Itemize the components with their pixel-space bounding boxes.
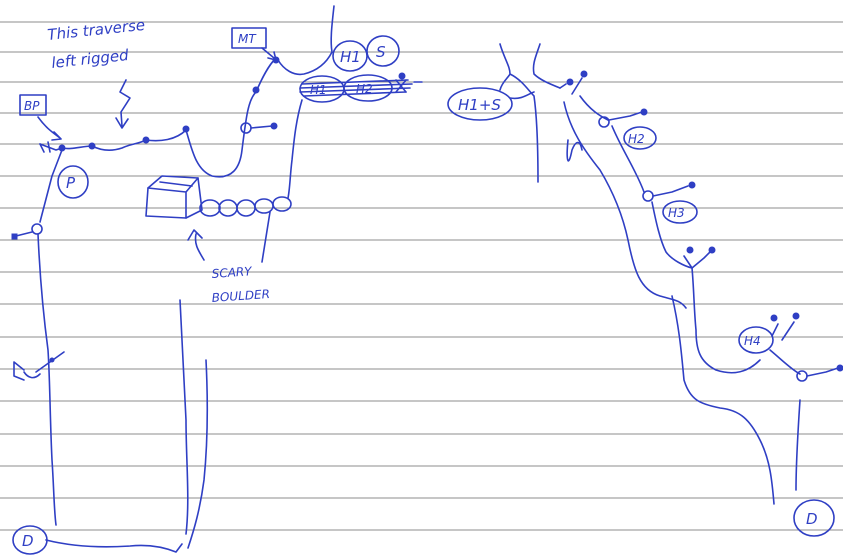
right-lower-wall-b bbox=[795, 399, 801, 491]
d-right-label: D bbox=[806, 510, 818, 528]
boulder-arrow bbox=[187, 229, 205, 261]
h4-label: H4 bbox=[744, 334, 761, 348]
traverse-to-mt-rope bbox=[185, 57, 277, 178]
right-wall-descending bbox=[563, 101, 687, 309]
h2-label: H2 bbox=[628, 132, 645, 146]
scary-label-line2: BOULDER bbox=[211, 287, 270, 305]
traverse-line bbox=[39, 129, 187, 151]
wall-right-of-boulder bbox=[187, 359, 209, 549]
floor-line bbox=[45, 539, 183, 553]
traverse-note-arrow bbox=[115, 79, 131, 129]
h2-to-h3-rope bbox=[611, 125, 645, 193]
y-hang-anchor-right bbox=[708, 246, 716, 254]
bp-to-p-line bbox=[39, 149, 63, 223]
p-rebelay-anchor bbox=[11, 233, 18, 240]
shaft-top-hanger bbox=[559, 77, 583, 95]
boulder-rocks bbox=[199, 196, 292, 217]
crossed-out-h1-station: H1 bbox=[299, 75, 345, 103]
s-label: S bbox=[376, 43, 386, 61]
right-shaft-rope bbox=[579, 95, 609, 121]
left-pitch-rope bbox=[37, 233, 57, 526]
right-inner-wall bbox=[566, 139, 583, 162]
h1-plus-s-label: H1+S bbox=[458, 96, 501, 114]
p-station: P bbox=[57, 165, 89, 199]
final-tail bbox=[806, 367, 839, 377]
h1-station: H1 bbox=[332, 40, 368, 72]
left-deviation-anchor bbox=[49, 357, 55, 363]
entrance-rope bbox=[277, 5, 335, 76]
crossed-out-h2-station: H2 bbox=[343, 74, 393, 102]
h4-to-final-rope bbox=[769, 349, 801, 375]
mid-rebelay-tail bbox=[250, 125, 273, 129]
y-hang bbox=[683, 251, 711, 269]
h3-to-y-rope bbox=[651, 201, 693, 269]
h-to-boulder-rope bbox=[287, 99, 303, 199]
bp-hanger-left bbox=[39, 141, 51, 153]
traverse-anchor-2 bbox=[88, 142, 96, 150]
bp-arrow bbox=[37, 116, 62, 141]
right-shaft-wall-left bbox=[499, 43, 539, 183]
h4-anchor-2 bbox=[792, 312, 800, 320]
y-to-h4-rope bbox=[691, 267, 761, 374]
scary-boulder bbox=[145, 175, 203, 219]
p-rebelay-ring bbox=[31, 223, 43, 235]
h2-station: H2 bbox=[623, 126, 657, 150]
traverse-note-line1: This traverse bbox=[47, 16, 146, 44]
h2-anchor bbox=[640, 108, 648, 116]
bp-label: BP bbox=[24, 99, 40, 113]
h3-station: H3 bbox=[662, 200, 698, 224]
h4-hangers bbox=[771, 321, 795, 341]
h2-tail bbox=[608, 111, 643, 121]
wall-left-of-boulder bbox=[179, 299, 189, 535]
boulder-leader-line bbox=[261, 211, 271, 263]
mt-station: MT bbox=[231, 27, 267, 49]
s-station: S bbox=[366, 35, 400, 67]
h1-label: H1 bbox=[340, 48, 361, 66]
mt-lower-anchor bbox=[252, 86, 260, 94]
right-shaft-wall-right bbox=[532, 43, 561, 89]
strikethrough-scribble bbox=[299, 79, 413, 97]
h3-anchor bbox=[688, 181, 696, 189]
h3-tail bbox=[652, 185, 689, 197]
mt-anchor bbox=[272, 56, 280, 64]
bp-station: BP bbox=[19, 94, 47, 116]
mt-label: MT bbox=[238, 32, 257, 46]
y-hang-anchor-left bbox=[686, 246, 694, 254]
strike-arrow-mark bbox=[395, 79, 423, 93]
p-label: P bbox=[66, 174, 76, 192]
final-anchor bbox=[836, 364, 843, 372]
traverse-note-line2: left rigged bbox=[51, 46, 130, 72]
h4-station: H4 bbox=[738, 326, 774, 354]
final-ring bbox=[796, 370, 808, 382]
h4-anchor-1 bbox=[770, 314, 778, 322]
right-lower-wall-a bbox=[671, 295, 775, 505]
shaft-top-anchor-2 bbox=[580, 70, 588, 78]
d-right-station: D bbox=[793, 499, 835, 537]
d-left-label: D bbox=[22, 532, 34, 550]
p-rebelay-tail bbox=[15, 231, 33, 237]
h3-label: H3 bbox=[668, 206, 685, 220]
h1s-connector bbox=[509, 91, 535, 100]
h2-ring bbox=[598, 116, 610, 128]
ruled-lines bbox=[0, 21, 843, 531]
scary-label-line1: SCARY bbox=[211, 264, 253, 281]
shaft-top-anchor bbox=[566, 78, 574, 86]
mid-rebelay-anchor bbox=[270, 122, 278, 130]
boulder-hatching bbox=[159, 181, 193, 187]
left-deviation bbox=[13, 351, 65, 381]
h1-plus-s-station: H1+S bbox=[447, 87, 513, 121]
h-stations-anchor bbox=[398, 72, 406, 80]
traverse-anchor-3 bbox=[142, 136, 150, 144]
h3-ring bbox=[642, 190, 654, 202]
